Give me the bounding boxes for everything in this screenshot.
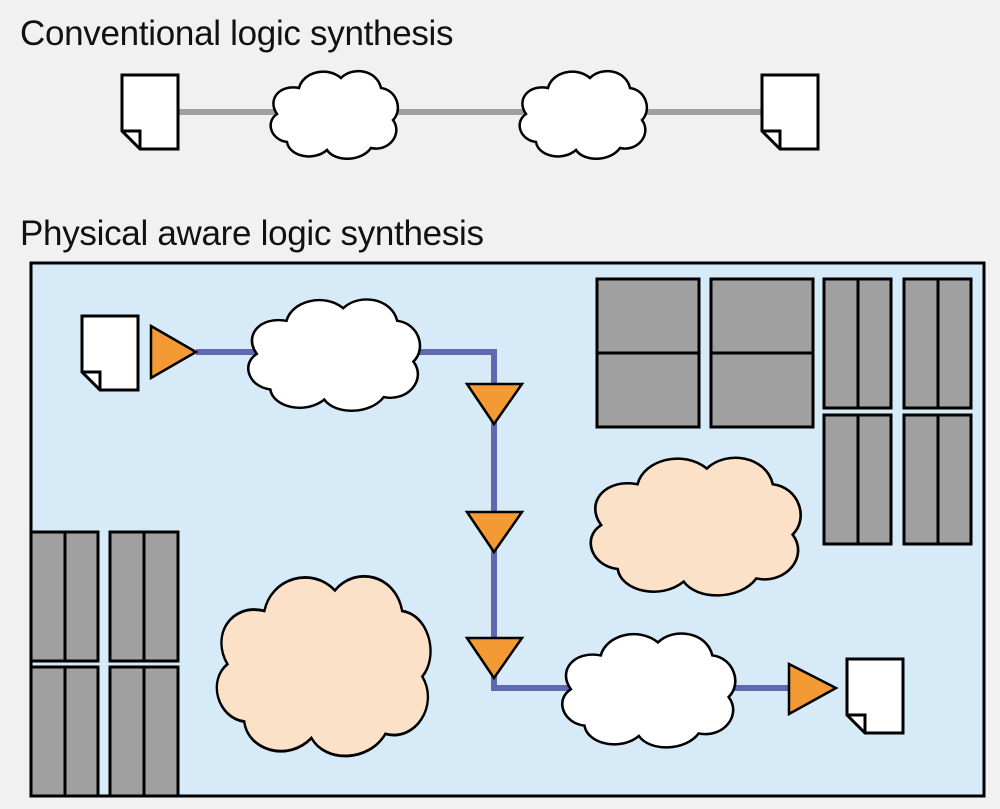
input-document-icon xyxy=(80,314,140,392)
conventional-flow xyxy=(120,69,820,161)
output-document-icon xyxy=(845,657,905,735)
physical-aware-flow xyxy=(29,261,986,798)
buffer-triangle-icon xyxy=(464,636,525,681)
buffer-triangle-icon xyxy=(787,661,839,717)
output-document-icon xyxy=(760,73,820,151)
buffer-triangle-icon xyxy=(149,323,199,381)
macro-blocks-top-right xyxy=(595,277,973,546)
physical-aware-synthesis-heading: Physical aware logic synthesis xyxy=(20,214,484,253)
buffer-triangle-icon xyxy=(464,382,525,427)
conventional-synthesis-heading: Conventional logic synthesis xyxy=(20,14,454,53)
input-document-icon xyxy=(120,73,180,151)
logic-cloud-icon xyxy=(518,69,649,161)
buffer-triangle-icon xyxy=(464,510,525,555)
logic-cloud-icon xyxy=(269,69,400,161)
macro-blocks-bottom-left xyxy=(29,530,180,798)
